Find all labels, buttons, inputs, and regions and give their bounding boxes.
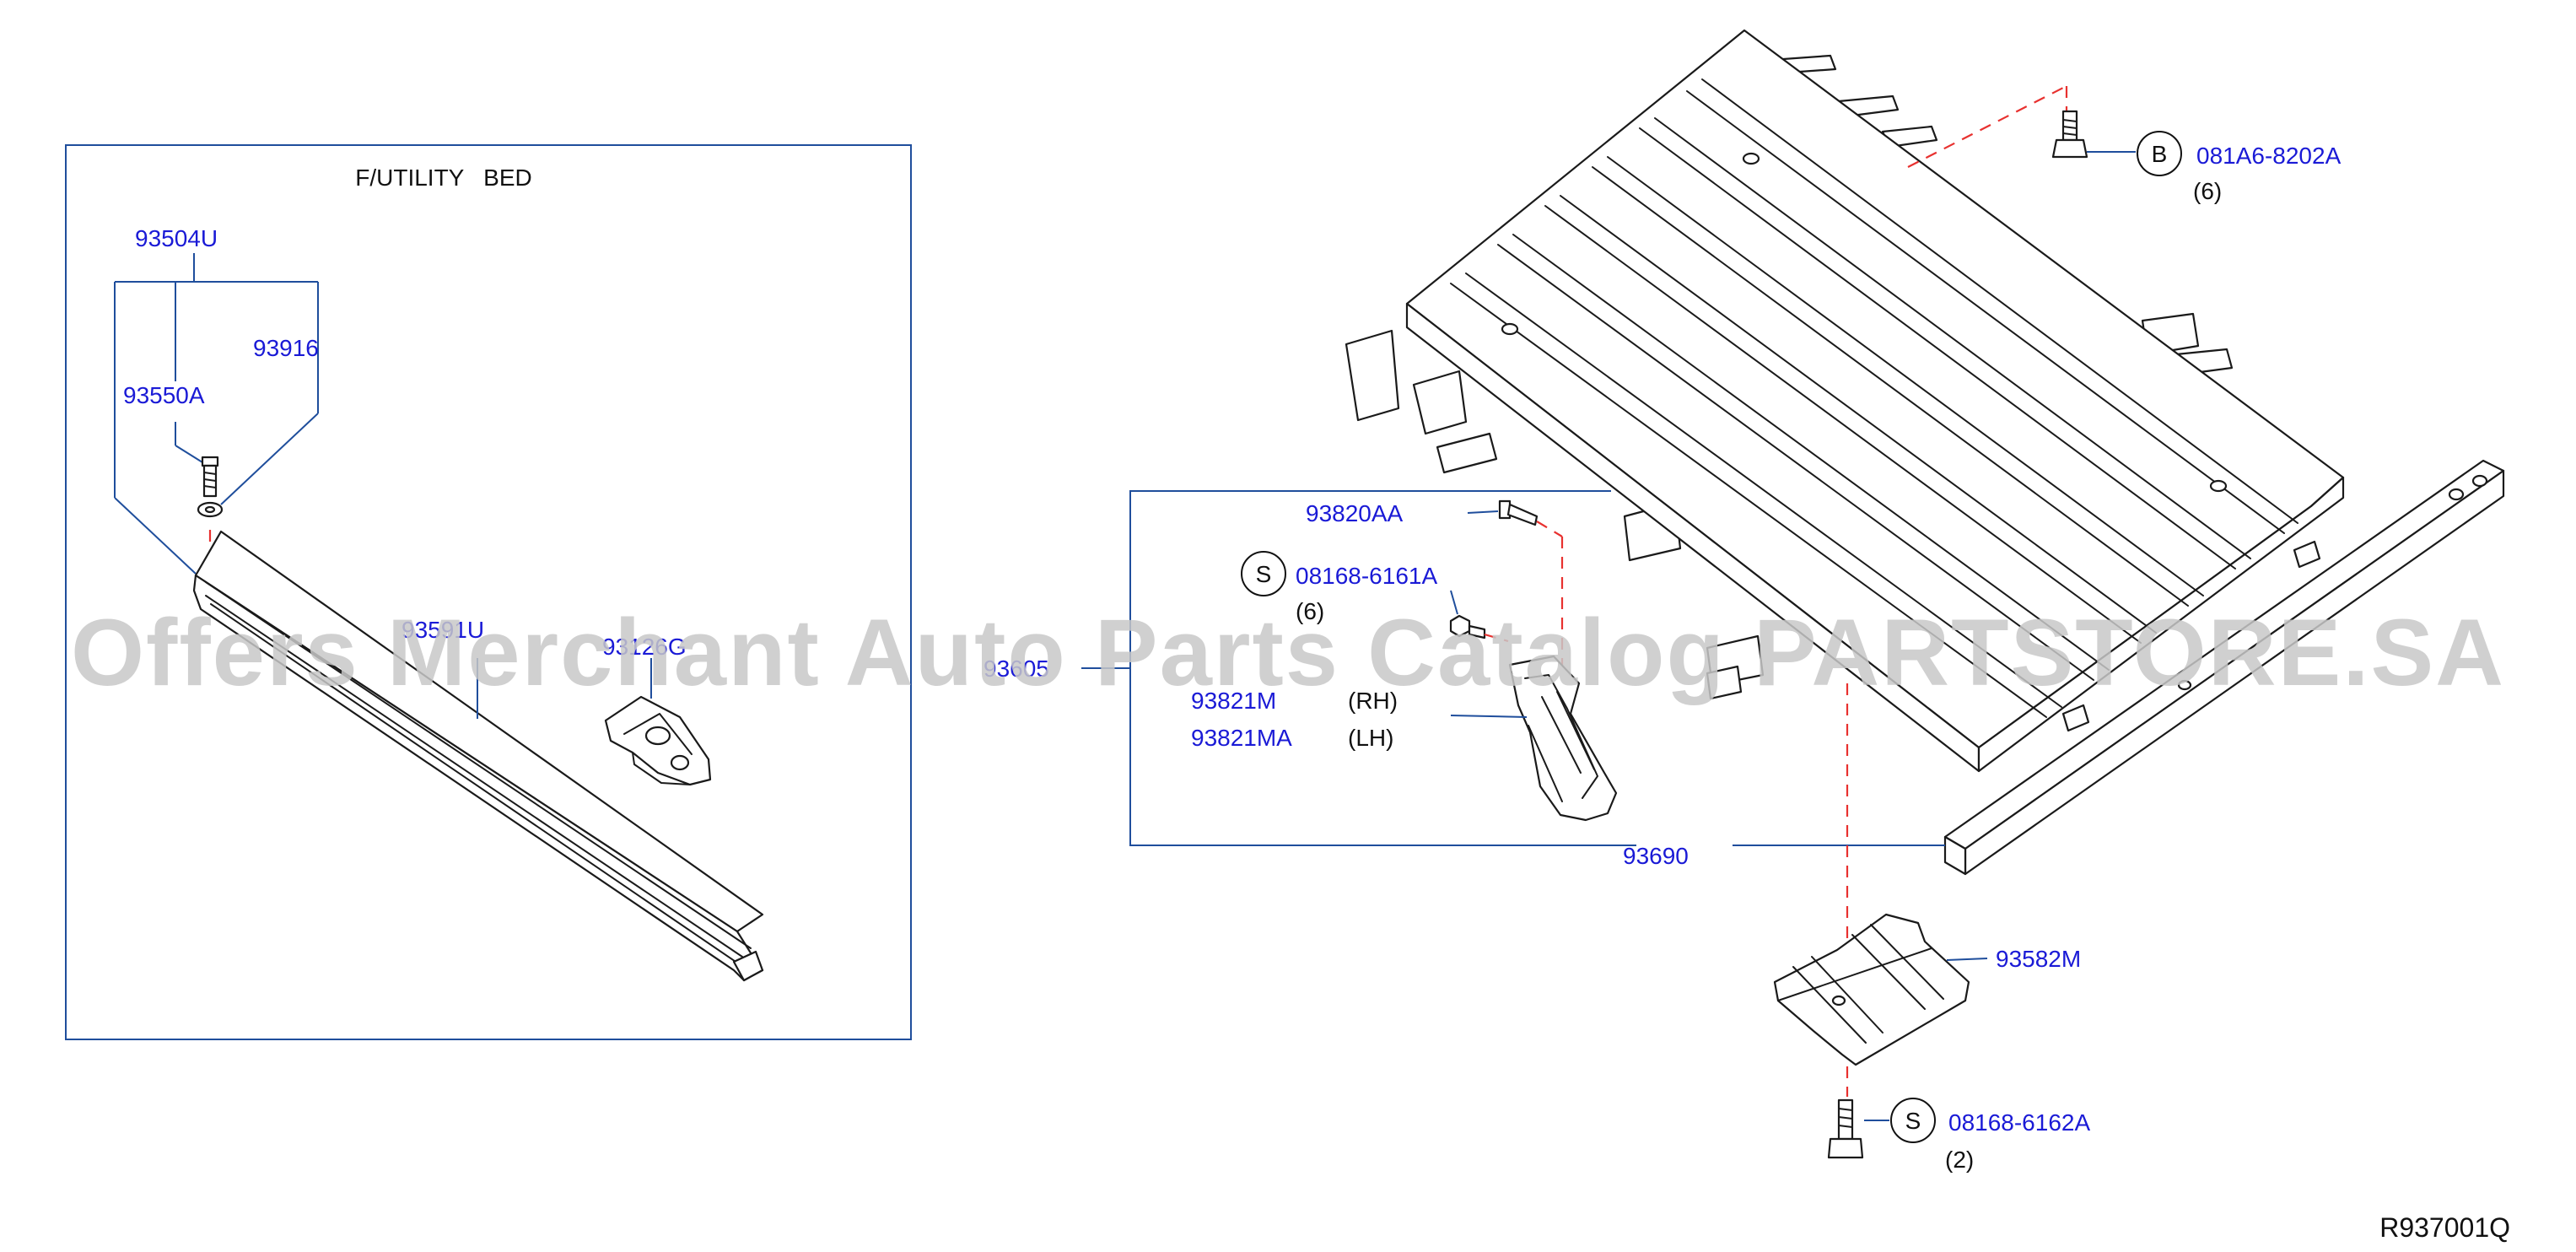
label-93605[interactable]: 93605 <box>984 656 1049 682</box>
bracket-93582m <box>1773 913 1970 1066</box>
symbol-b-circle <box>2137 131 2182 176</box>
leader-93821m <box>1450 715 1528 718</box>
symbol-s-2: S <box>1905 1108 1921 1134</box>
leader-93582m <box>1946 958 1988 961</box>
nut-08168-6161a <box>1449 614 1486 639</box>
bed-floor-assembly <box>1345 29 2345 773</box>
diagram-code: R937001Q <box>2379 1212 2510 1243</box>
label-93821ma[interactable]: 93821MA <box>1191 725 1292 751</box>
qty-081a6-8202a: (6) <box>2193 178 2222 204</box>
rail-93591u <box>192 530 764 982</box>
qty-08168-6162a: (2) <box>1945 1147 1974 1173</box>
bracket-93821m <box>1508 655 1618 822</box>
label-93504u[interactable]: 93504U <box>135 225 218 251</box>
leader-08168-6161a <box>1450 590 1458 615</box>
label-93821m[interactable]: 93821M <box>1191 688 1276 714</box>
bolt-93820aa <box>1498 499 1539 526</box>
leader-93820aa <box>1467 510 1499 514</box>
bolt-08168-6162a <box>1827 1098 1864 1159</box>
qty-08168-6161a: (6) <box>1296 598 1324 624</box>
label-93820aa[interactable]: 93820AA <box>1306 500 1404 526</box>
dashed-line-93820aa <box>1536 521 1563 537</box>
clip-93126g <box>604 695 712 786</box>
inset-title: F/UTILITY BED <box>355 165 532 191</box>
label-93916[interactable]: 93916 <box>253 335 319 361</box>
qualifier-lh: (LH) <box>1348 725 1393 751</box>
bolt-081a6-8202a <box>2051 110 2088 159</box>
label-93550a[interactable]: 93550A <box>123 382 205 408</box>
label-08168-6162a[interactable]: 08168-6162A <box>1948 1109 2090 1136</box>
watermark: Offers Merchant Auto Parts Catalog PARTS… <box>71 600 2505 705</box>
label-93126g[interactable]: 93126G <box>602 634 687 660</box>
leader-93504u <box>114 253 319 575</box>
side-rail-93690 <box>1943 459 2505 876</box>
washer-93916 <box>197 501 224 518</box>
symbol-s-circle-2 <box>1890 1098 1936 1143</box>
qualifier-rh: (RH) <box>1348 688 1398 714</box>
label-93582m[interactable]: 93582M <box>1996 946 2081 972</box>
label-93690[interactable]: 93690 <box>1623 843 1689 869</box>
symbol-b: B <box>2152 141 2168 167</box>
symbol-s-1: S <box>1256 561 1272 587</box>
symbol-s-circle-1 <box>1241 551 1286 596</box>
dashed-line-081a6 <box>1907 85 2067 168</box>
label-081a6-8202a[interactable]: 081A6-8202A <box>2196 143 2342 169</box>
label-93591u[interactable]: 93591U <box>401 617 484 643</box>
inset-frame <box>65 144 912 1040</box>
label-08168-6161a[interactable]: 08168-6161A <box>1296 563 1437 589</box>
bolt-93550a <box>201 456 219 498</box>
